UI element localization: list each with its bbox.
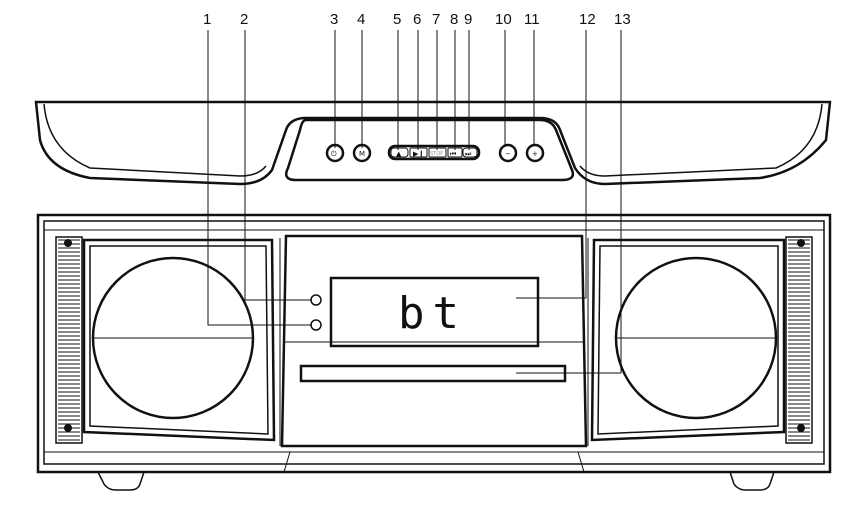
callout-5: 5 xyxy=(393,11,401,28)
leader-1 xyxy=(207,30,312,326)
mode-button[interactable]: M xyxy=(352,143,372,163)
callout-11: 11 xyxy=(524,11,540,28)
previous-icon: ⏮ xyxy=(450,150,456,158)
right-foot xyxy=(729,471,775,491)
handle-inner-right xyxy=(579,103,823,177)
disc-slot xyxy=(299,364,567,383)
callout-8: 8 xyxy=(450,11,458,28)
body-outer xyxy=(36,213,832,474)
right-screw-bottom xyxy=(797,424,805,432)
next-icon: ⏭ xyxy=(465,150,472,158)
control-panel xyxy=(285,118,575,182)
right-screw-top xyxy=(797,239,805,247)
right-grille xyxy=(785,236,813,444)
callout-9: 9 xyxy=(464,11,472,28)
left-grille xyxy=(55,236,83,444)
play-pause-button[interactable]: ▶❙ xyxy=(409,147,428,158)
next-button[interactable]: ⏭ xyxy=(462,147,478,158)
callout-13: 13 xyxy=(614,11,631,28)
left-screw-top xyxy=(64,239,72,247)
mode-label: M xyxy=(359,150,365,158)
display-window: bt xyxy=(329,276,540,348)
callout-1: 1 xyxy=(203,11,211,28)
play-pause-icon: ▶❙ xyxy=(413,150,424,158)
left-screw-bottom xyxy=(64,424,72,432)
previous-button[interactable]: ⏮ xyxy=(447,147,463,158)
callout-2: 2 xyxy=(240,11,248,28)
power-button[interactable]: ⏻ xyxy=(325,143,345,163)
callout-labels: 1 2 3 4 5 6 7 8 9 10 11 12 13 xyxy=(203,11,631,28)
right-speaker xyxy=(590,238,786,442)
callout-7: 7 xyxy=(432,11,440,28)
power-icon: ⏻ xyxy=(331,150,337,158)
leader-12 xyxy=(516,30,587,299)
indicator-upper xyxy=(310,294,322,306)
callout-3: 3 xyxy=(330,11,338,28)
main-body: bt xyxy=(36,213,832,491)
callout-10: 10 xyxy=(495,11,512,28)
volume-up-button[interactable]: + xyxy=(525,143,545,163)
handle-inner-left xyxy=(43,103,267,177)
callout-6: 6 xyxy=(413,11,421,28)
eject-button[interactable]: ▲ xyxy=(390,147,409,158)
left-speaker xyxy=(82,238,276,442)
display-text: bt xyxy=(398,288,467,339)
leader-13 xyxy=(516,30,622,374)
left-grille-lines xyxy=(58,239,80,441)
leader-2 xyxy=(244,30,312,301)
callout-12: 12 xyxy=(579,11,596,28)
stop-label: STOP xyxy=(430,151,443,157)
volume-down-button[interactable]: − xyxy=(498,143,518,163)
callout-4: 4 xyxy=(357,11,365,28)
volume-down-icon: − xyxy=(505,150,511,158)
left-foot xyxy=(97,471,145,491)
body-inner xyxy=(43,220,825,465)
right-grille-lines xyxy=(788,239,810,441)
transport-button-strip xyxy=(387,144,481,161)
center-panel xyxy=(44,234,824,473)
handle-outer xyxy=(34,100,832,186)
stop-button[interactable]: STOP xyxy=(428,147,447,158)
leader-lines xyxy=(207,30,622,374)
volume-up-icon: + xyxy=(532,150,538,158)
indicator-lower xyxy=(310,319,322,331)
eject-icon: ▲ xyxy=(396,150,402,158)
top-handle: ⏻ M ▲ ▶❙ STOP ⏮ ⏭ − xyxy=(34,100,832,186)
